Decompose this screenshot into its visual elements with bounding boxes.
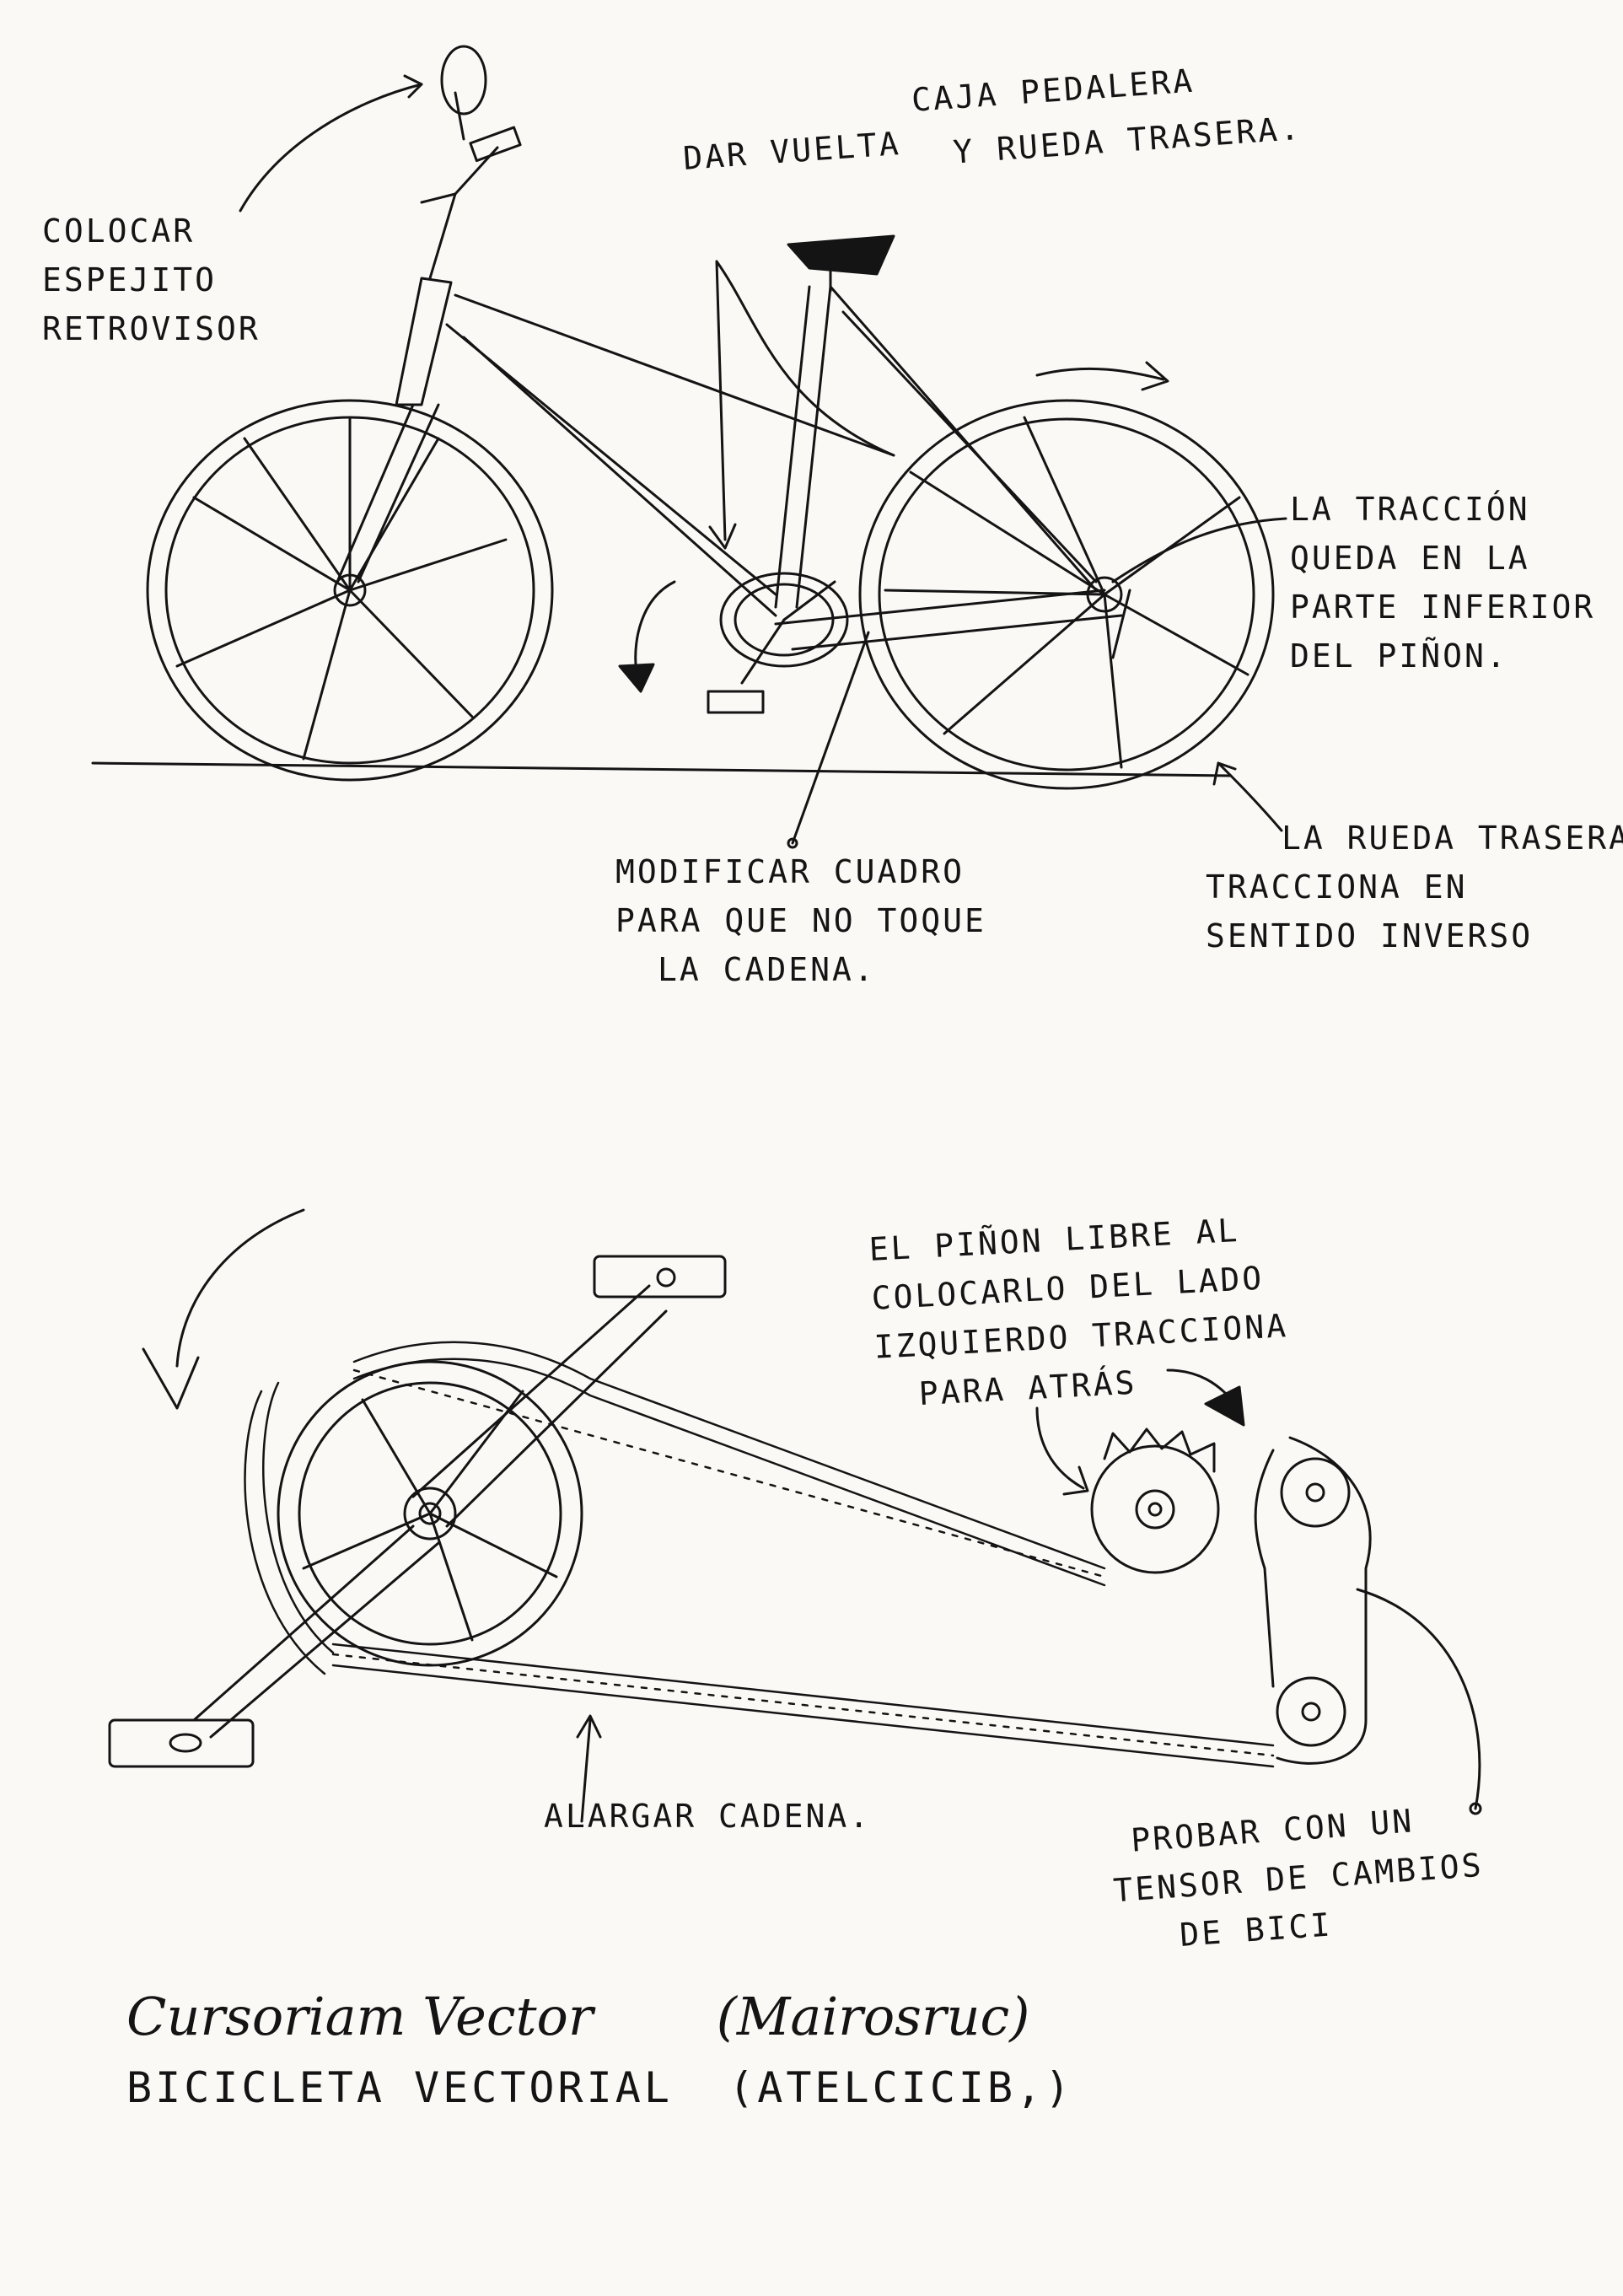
note-chain: ALARGAR CADENA. bbox=[544, 1792, 871, 1841]
note-reverse: LA RUEDA TRASERA TRACCIONA EN SENTIDO IN… bbox=[1206, 814, 1623, 960]
frame-arrow bbox=[791, 631, 870, 845]
crankset bbox=[707, 572, 849, 714]
note-frame-line: PARA QUE NO TOQUE bbox=[615, 902, 986, 939]
note-reverse-line: LA RUEDA TRASERA bbox=[1282, 820, 1623, 857]
crank-arrows bbox=[715, 260, 895, 541]
note-traction-bottom: LA TRACCIÓN QUEDA EN LA PARTE INFERIOR D… bbox=[1290, 485, 1595, 680]
freewheel-cog bbox=[1090, 1428, 1220, 1574]
bicycle-sketch bbox=[91, 45, 1287, 849]
drivetrain-sketch bbox=[108, 1208, 1482, 1823]
title-spanish-reversed: (ATELCICIB,) bbox=[728, 2063, 1074, 2112]
note-traction-line: DEL PIÑON. bbox=[1290, 637, 1508, 675]
chainring bbox=[277, 1360, 583, 1667]
rotation-arrow-big bbox=[175, 1208, 305, 1368]
note-reverse-line: TRACCIONA EN bbox=[1206, 868, 1468, 906]
saddle bbox=[787, 234, 895, 276]
note-mirror-line: ESPEJITO bbox=[42, 261, 218, 298]
note-chain-line: ALARGAR CADENA. bbox=[544, 1798, 872, 1835]
handlebar bbox=[420, 45, 522, 280]
chain-arrow bbox=[580, 1718, 592, 1823]
note-traction-line: LA TRACCIÓN bbox=[1290, 491, 1530, 528]
tensioner-arrow bbox=[1356, 1588, 1481, 1810]
note-frame: MODIFICAR CUADRO PARA QUE NO TOQUE LA CA… bbox=[615, 847, 986, 994]
note-traction-line: QUEDA EN LA bbox=[1290, 540, 1530, 577]
pedal-lower bbox=[108, 1718, 255, 1768]
note-freewheel: EL PIÑON LIBRE AL COLOCARLO DEL LADO IZQ… bbox=[868, 1203, 1292, 1420]
title-latin-reversed: (Mairosruc) bbox=[716, 1986, 1030, 2047]
bike-frame bbox=[336, 277, 1131, 659]
chain bbox=[244, 1341, 1275, 1768]
rear-wheel bbox=[858, 399, 1275, 790]
page-title: Cursoriam Vector (Mairosruc) BICICLETA V… bbox=[126, 1981, 1073, 2123]
note-traction-line: PARTE INFERIOR bbox=[1290, 589, 1596, 626]
note-mirror: COLOCAR ESPEJITO RETROVISOR bbox=[42, 207, 261, 353]
note-tensioner: PROBAR CON UN TENSOR DE CAMBIOS DE BICI bbox=[1108, 1792, 1488, 1964]
note-reverse-line: SENTIDO INVERSO bbox=[1206, 917, 1534, 954]
note-mirror-line: RETROVISOR bbox=[42, 310, 261, 347]
front-wheel bbox=[146, 399, 554, 782]
note-frame-line: LA CADENA. bbox=[658, 951, 876, 988]
ground-line bbox=[91, 761, 1233, 777]
mirror-arrow bbox=[239, 83, 423, 212]
traction-arrow bbox=[1111, 517, 1287, 583]
title-latin: Cursoriam Vector bbox=[126, 1986, 594, 2047]
rotation-arrow-crank bbox=[634, 580, 676, 676]
freewheel-arrow bbox=[1035, 1406, 1085, 1490]
note-mirror-line: COLOCAR bbox=[42, 212, 196, 250]
crank-arms bbox=[108, 1255, 727, 1768]
rotation-arrow-rear bbox=[1035, 367, 1165, 381]
mirror-sketch bbox=[440, 45, 487, 116]
pedal-upper bbox=[593, 1255, 727, 1299]
derailleur-tensioner bbox=[1254, 1436, 1372, 1765]
reverse-arrow bbox=[1217, 761, 1283, 832]
note-frame-line: MODIFICAR CUADRO bbox=[615, 853, 965, 890]
title-spanish: BICICLETA VECTORIAL bbox=[126, 2063, 673, 2112]
